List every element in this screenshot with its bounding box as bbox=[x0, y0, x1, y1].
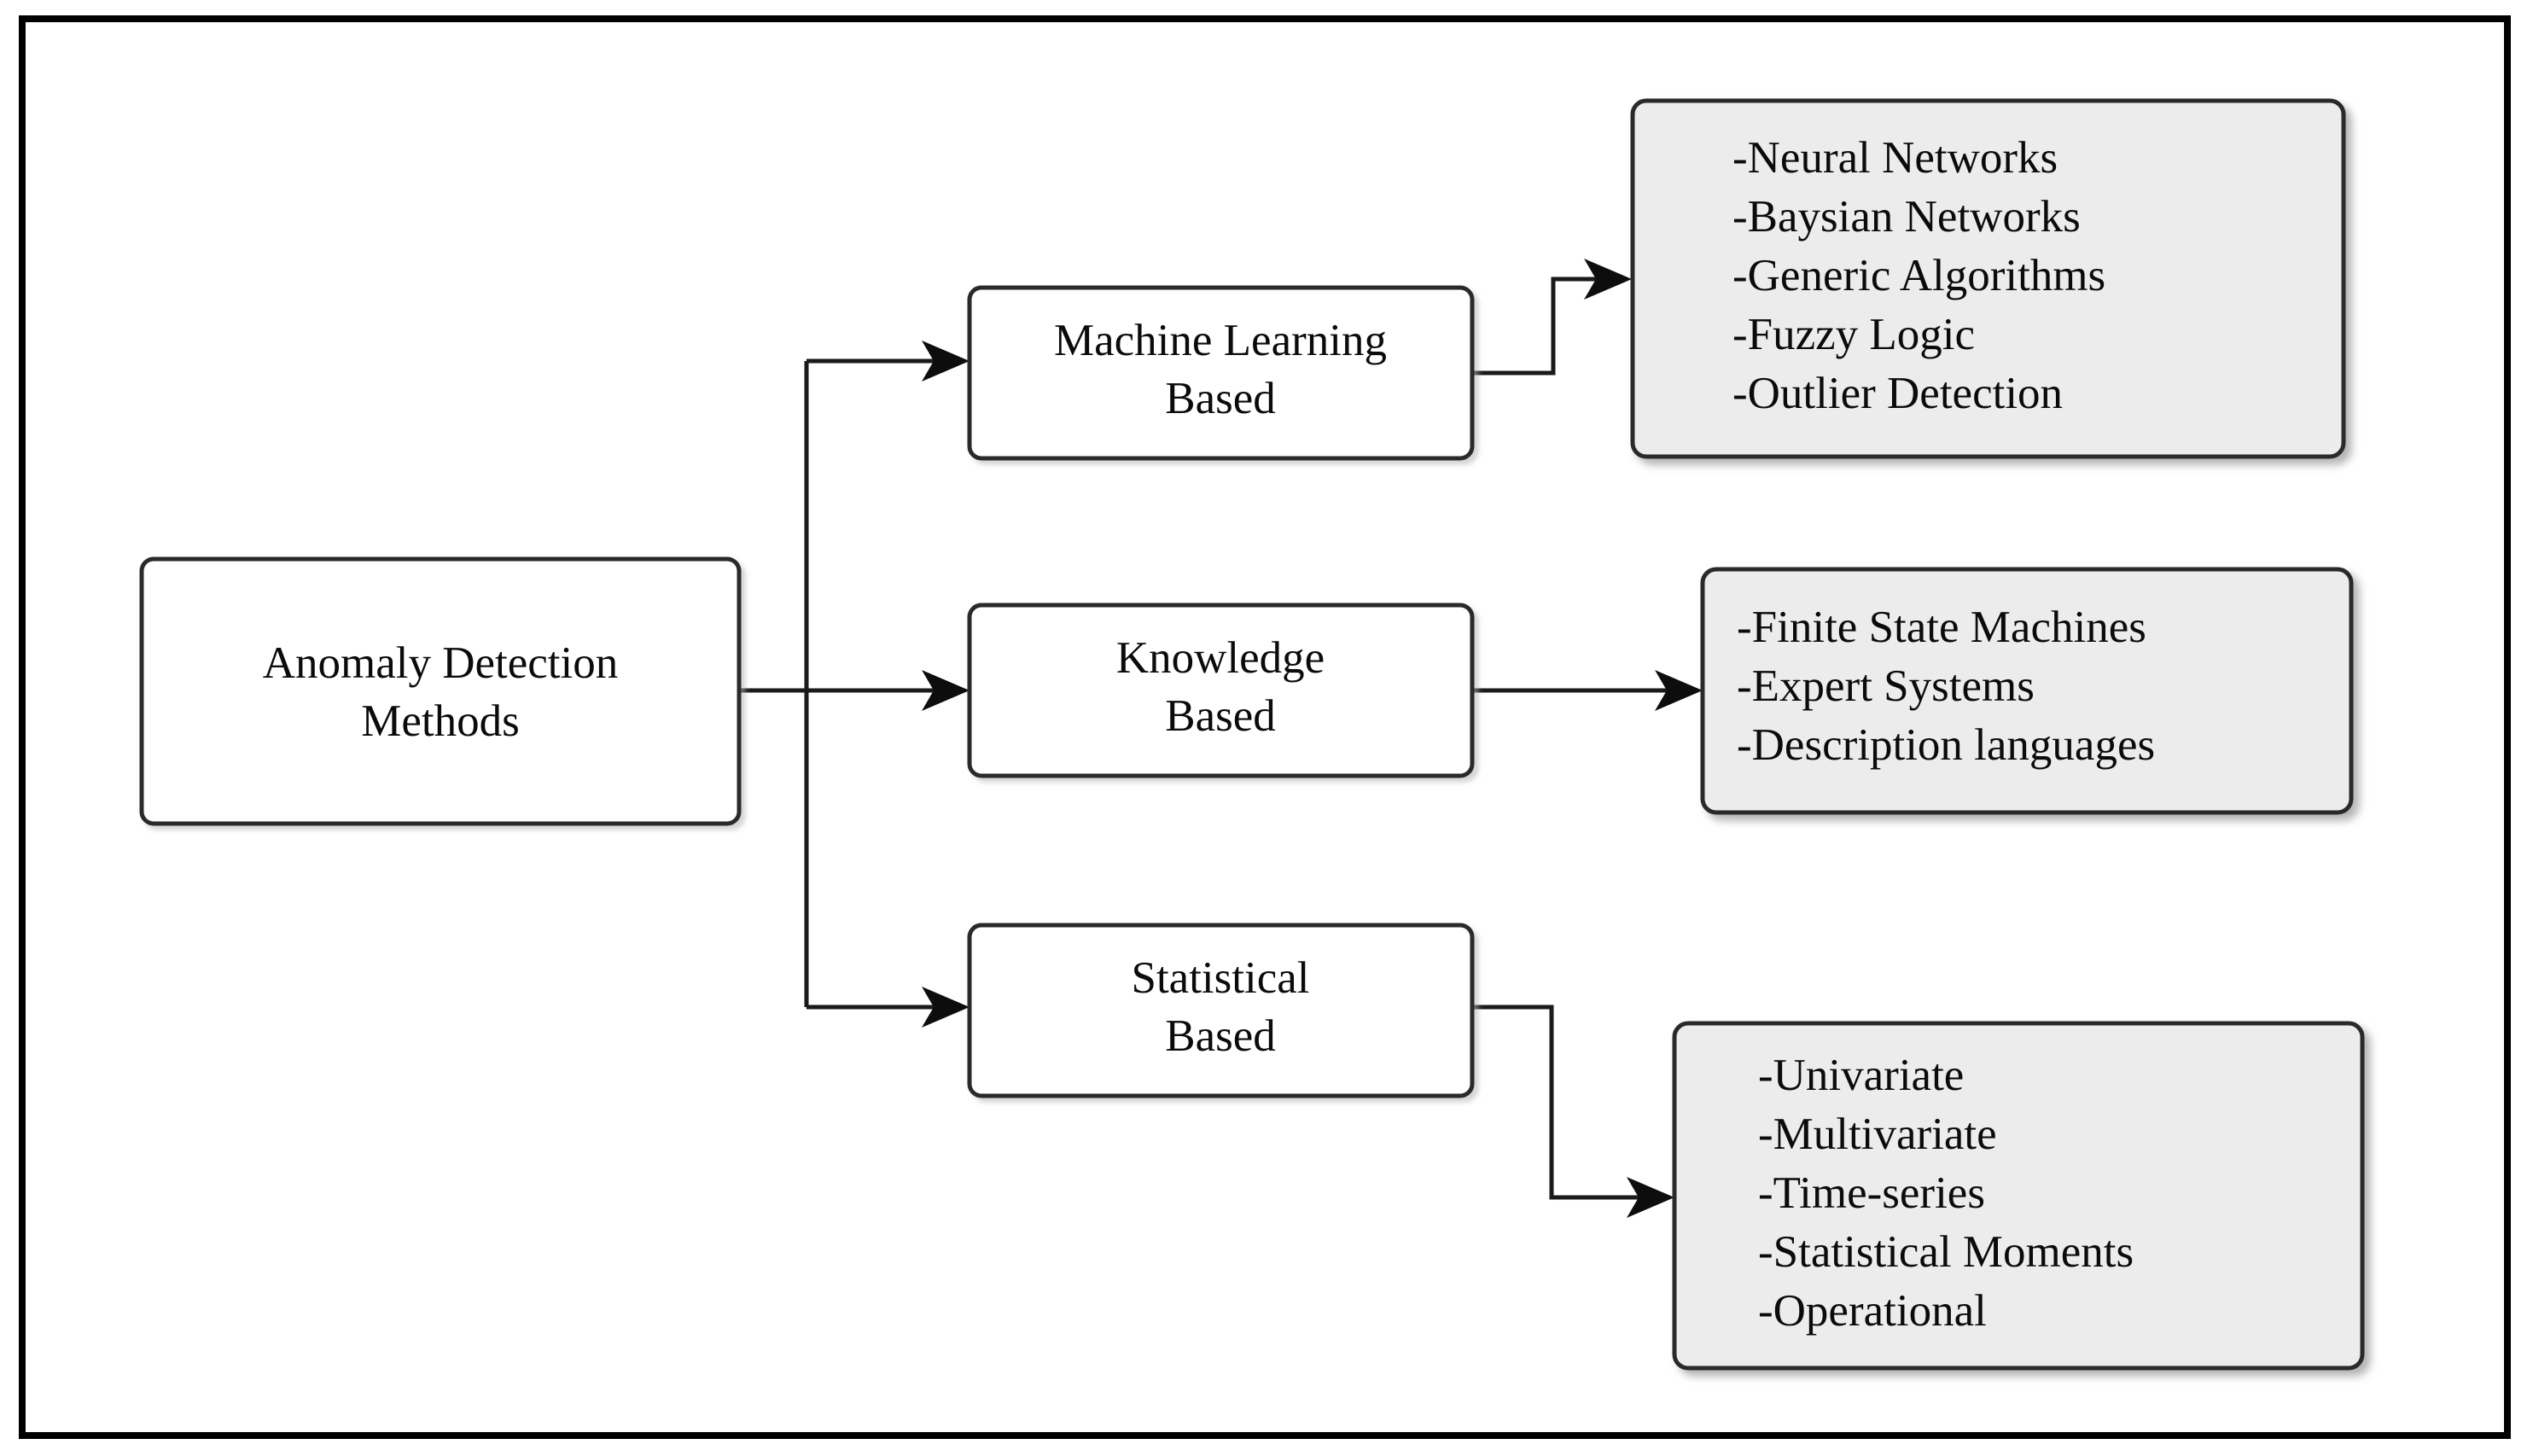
detail-item-statistical-3: -Statistical Moments bbox=[1758, 1227, 2134, 1277]
detail-item-statistical-0: -Univariate bbox=[1758, 1051, 1964, 1100]
detail-item-statistical-2: -Time-series bbox=[1758, 1168, 1985, 1218]
detail-box-machine-learning-box bbox=[1630, 98, 2346, 459]
node-statistical-based-line2: Based bbox=[1165, 1011, 1276, 1061]
detail-item-ml-0: -Neural Networks bbox=[1732, 133, 2058, 183]
detail-item-statistical-4: -Operational bbox=[1758, 1286, 1987, 1336]
detail-item-statistical-1: -Multivariate bbox=[1758, 1109, 1997, 1159]
node-statistical-based-box bbox=[967, 923, 1475, 1098]
connector-ml-to-details bbox=[1472, 277, 1610, 376]
node-statistical-based-line1: Statistical bbox=[1131, 953, 1309, 1003]
node-knowledge-based[interactable]: Knowledge Based bbox=[967, 603, 1475, 778]
node-machine-learning-based[interactable]: Machine Learning Based bbox=[967, 285, 1475, 461]
node-statistical-based[interactable]: Statistical Based bbox=[967, 923, 1475, 1098]
detail-item-ml-3: -Fuzzy Logic bbox=[1732, 310, 1975, 359]
detail-box-knowledge-box bbox=[1700, 567, 2354, 815]
arrowhead-to-statistical bbox=[922, 987, 970, 1028]
arrowhead-statistical-details bbox=[1627, 1177, 1674, 1218]
connector-statistical-to-details bbox=[1472, 1005, 1652, 1200]
detail-item-knowledge-0: -Finite State Machines bbox=[1737, 603, 2146, 652]
arrowhead-to-ml bbox=[922, 341, 970, 381]
node-knowledge-based-box bbox=[967, 603, 1475, 778]
detail-box-statistical[interactable]: -Univariate -Multivariate -Time-series -… bbox=[1672, 1021, 2365, 1371]
node-knowledge-based-line1: Knowledge bbox=[1116, 633, 1325, 683]
node-anomaly-detection-methods-box bbox=[139, 556, 742, 826]
node-anomaly-detection-methods-line2: Methods bbox=[361, 696, 520, 746]
arrowhead-ml-details bbox=[1584, 259, 1632, 300]
detail-box-machine-learning[interactable]: -Neural Networks -Baysian Networks -Gene… bbox=[1630, 98, 2346, 459]
detail-item-ml-1: -Baysian Networks bbox=[1732, 192, 2081, 242]
detail-item-ml-4: -Outlier Detection bbox=[1732, 369, 2063, 418]
node-knowledge-based-line2: Based bbox=[1165, 691, 1276, 741]
connector-group bbox=[739, 259, 1703, 1218]
figure-border bbox=[19, 15, 2511, 1439]
detail-item-ml-2: -Generic Algorithms bbox=[1732, 251, 2105, 300]
node-machine-learning-based-line1: Machine Learning bbox=[1054, 316, 1387, 365]
detail-box-knowledge[interactable]: -Finite State Machines -Expert Systems -… bbox=[1700, 567, 2354, 815]
detail-box-statistical-box bbox=[1672, 1021, 2365, 1371]
arrowhead-to-knowledge bbox=[922, 670, 970, 711]
detail-item-knowledge-1: -Expert Systems bbox=[1737, 661, 2035, 711]
detail-item-knowledge-2: -Description languages bbox=[1737, 720, 2155, 770]
arrowhead-knowledge-details bbox=[1655, 670, 1703, 711]
node-machine-learning-based-line2: Based bbox=[1165, 374, 1276, 423]
node-anomaly-detection-methods-line1: Anomaly Detection bbox=[263, 638, 619, 688]
node-machine-learning-based-box bbox=[967, 285, 1475, 461]
node-anomaly-detection-methods[interactable]: Anomaly Detection Methods bbox=[139, 556, 742, 826]
